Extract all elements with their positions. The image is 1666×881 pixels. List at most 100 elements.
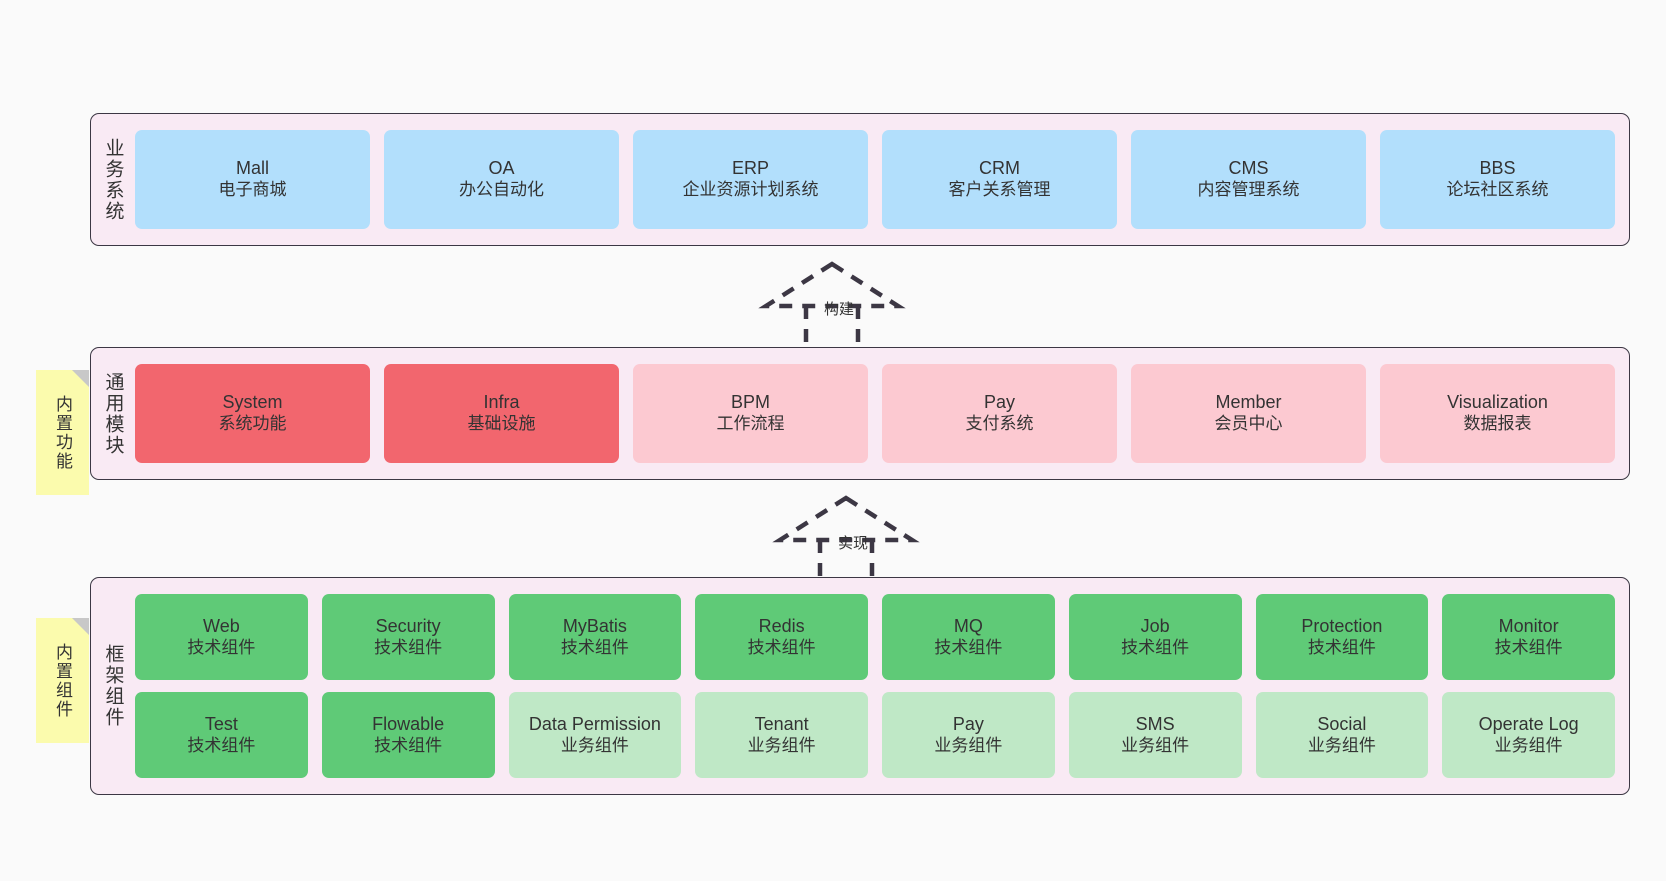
layer-business-system-label: 业务系统 — [102, 137, 124, 222]
card-mall-title: Mall — [235, 158, 269, 179]
card-crm[interactable]: CRM 客户关系管理 — [882, 130, 1117, 229]
layer-common-module-label: 通用模块 — [102, 371, 124, 456]
card-mybatis-desc: 技术组件 — [560, 637, 629, 657]
card-redis[interactable]: Redis 技术组件 — [695, 594, 868, 680]
card-system-title: System — [222, 392, 283, 413]
card-visualization-title: Visualization — [1447, 392, 1548, 413]
card-oa-desc: 办公自动化 — [459, 180, 544, 200]
card-member-desc: 会员中心 — [1214, 414, 1283, 434]
note-builtin-component: 内置组件 — [36, 618, 89, 743]
note-builtin-feature: 内置功能 — [36, 370, 89, 495]
card-infra[interactable]: Infra 基础设施 — [384, 364, 619, 463]
card-test-desc: 技术组件 — [187, 735, 256, 755]
card-monitor-title: Monitor — [1498, 615, 1559, 636]
card-member-title: Member — [1215, 392, 1282, 413]
card-system-desc: 系统功能 — [218, 414, 287, 434]
card-web-desc: 技术组件 — [187, 637, 256, 657]
card-crm-desc: 客户关系管理 — [948, 180, 1051, 200]
note-fold-corner-icon — [72, 370, 89, 387]
card-tenant-desc: 业务组件 — [747, 735, 816, 755]
card-bbs[interactable]: BBS 论坛社区系统 — [1380, 130, 1615, 229]
card-visualization[interactable]: Visualization 数据报表 — [1380, 364, 1615, 463]
connector-implement-label: 实现 — [838, 535, 869, 552]
card-erp[interactable]: ERP 企业资源计划系统 — [633, 130, 868, 229]
card-security[interactable]: Security 技术组件 — [321, 594, 495, 680]
card-flowable[interactable]: Flowable 技术组件 — [321, 692, 495, 778]
card-pay-module-title: Pay — [983, 392, 1016, 413]
card-infra-title: Infra — [483, 392, 520, 413]
card-pay-component[interactable]: Pay 业务组件 — [882, 692, 1055, 778]
card-job-title: Job — [1140, 615, 1170, 636]
card-protection-desc: 技术组件 — [1307, 637, 1376, 657]
card-operate-log-desc: 业务组件 — [1494, 735, 1563, 755]
card-sms-desc: 业务组件 — [1121, 735, 1190, 755]
note-builtin-component-label: 内置组件 — [53, 642, 72, 719]
card-job[interactable]: Job 技术组件 — [1068, 594, 1242, 680]
connector-build-label: 构建 — [824, 301, 855, 318]
card-social-title: Social — [1317, 713, 1367, 734]
card-mq-title: MQ — [953, 615, 983, 636]
card-mybatis-title: MyBatis — [562, 615, 627, 636]
card-monitor[interactable]: Monitor 技术组件 — [1442, 594, 1615, 680]
card-social[interactable]: Social 业务组件 — [1255, 692, 1429, 778]
card-visualization-desc: 数据报表 — [1463, 414, 1532, 434]
card-web-title: Web — [203, 615, 240, 636]
card-operate-log-title: Operate Log — [1478, 713, 1579, 734]
connector-build: 构建 — [752, 258, 912, 350]
card-redis-title: Redis — [758, 615, 805, 636]
note-builtin-feature-label: 内置功能 — [53, 394, 72, 471]
card-tenant[interactable]: Tenant 业务组件 — [695, 692, 868, 778]
layer-common-module: 通用模块 System 系统功能 Infra 基础设施 BPM 工作流程 Pay… — [90, 347, 1630, 480]
card-system[interactable]: System 系统功能 — [135, 364, 370, 463]
card-tenant-title: Tenant — [754, 713, 809, 734]
card-pay-module-desc: 支付系统 — [965, 414, 1034, 434]
card-mybatis[interactable]: MyBatis 技术组件 — [508, 594, 682, 680]
card-sms-title: SMS — [1135, 713, 1175, 734]
card-redis-desc: 技术组件 — [747, 637, 816, 657]
card-protection[interactable]: Protection 技术组件 — [1255, 594, 1429, 680]
card-mall[interactable]: Mall 电子商城 — [135, 130, 370, 229]
card-sms[interactable]: SMS 业务组件 — [1068, 692, 1242, 778]
card-pay-component-desc: 业务组件 — [934, 735, 1003, 755]
card-data-permission-title: Data Permission — [528, 713, 661, 734]
layer-common-module-cards: System 系统功能 Infra 基础设施 BPM 工作流程 Pay 支付系统… — [133, 348, 1629, 479]
card-member[interactable]: Member 会员中心 — [1131, 364, 1366, 463]
framework-tech-row: Web 技术组件 Security 技术组件 MyBatis 技术组件 Redi… — [135, 594, 1615, 680]
layer-framework-component-rows: Web 技术组件 Security 技术组件 MyBatis 技术组件 Redi… — [133, 578, 1629, 794]
card-mq[interactable]: MQ 技术组件 — [882, 594, 1055, 680]
layer-business-system: 业务系统 Mall 电子商城 OA 办公自动化 ERP 企业资源计划系统 CRM… — [90, 113, 1630, 246]
card-bbs-title: BBS — [1479, 158, 1516, 179]
card-test-title: Test — [204, 713, 238, 734]
card-pay-module[interactable]: Pay 支付系统 — [882, 364, 1117, 463]
card-security-title: Security — [375, 615, 441, 636]
card-pay-component-title: Pay — [952, 713, 984, 734]
card-bpm[interactable]: BPM 工作流程 — [633, 364, 868, 463]
framework-business-row: Test 技术组件 Flowable 技术组件 Data Permission … — [135, 692, 1615, 778]
card-job-desc: 技术组件 — [1121, 637, 1190, 657]
card-security-desc: 技术组件 — [374, 637, 443, 657]
card-erp-desc: 企业资源计划系统 — [682, 180, 819, 200]
layer-business-system-cards: Mall 电子商城 OA 办公自动化 ERP 企业资源计划系统 CRM 客户关系… — [133, 114, 1629, 245]
card-bpm-title: BPM — [730, 392, 770, 413]
card-oa-title: OA — [488, 158, 515, 179]
card-flowable-desc: 技术组件 — [374, 735, 443, 755]
card-erp-title: ERP — [731, 158, 769, 179]
connector-implement-arrow-icon — [772, 495, 920, 584]
card-operate-log[interactable]: Operate Log 业务组件 — [1442, 692, 1615, 778]
card-cms[interactable]: CMS 内容管理系统 — [1131, 130, 1366, 229]
layer-framework-component-label: 框架组件 — [102, 644, 124, 728]
card-cms-title: CMS — [1228, 158, 1269, 179]
card-infra-desc: 基础设施 — [467, 414, 536, 434]
card-mall-desc: 电子商城 — [218, 180, 287, 200]
card-test[interactable]: Test 技术组件 — [135, 692, 308, 778]
card-bpm-desc: 工作流程 — [716, 414, 785, 434]
card-bbs-desc: 论坛社区系统 — [1446, 180, 1549, 200]
card-monitor-desc: 技术组件 — [1494, 637, 1563, 657]
card-oa[interactable]: OA 办公自动化 — [384, 130, 619, 229]
note-fold-corner-icon — [72, 618, 89, 635]
card-protection-title: Protection — [1301, 615, 1383, 636]
card-data-permission[interactable]: Data Permission 业务组件 — [508, 692, 682, 778]
card-crm-title: CRM — [979, 158, 1020, 179]
card-web[interactable]: Web 技术组件 — [135, 594, 308, 680]
